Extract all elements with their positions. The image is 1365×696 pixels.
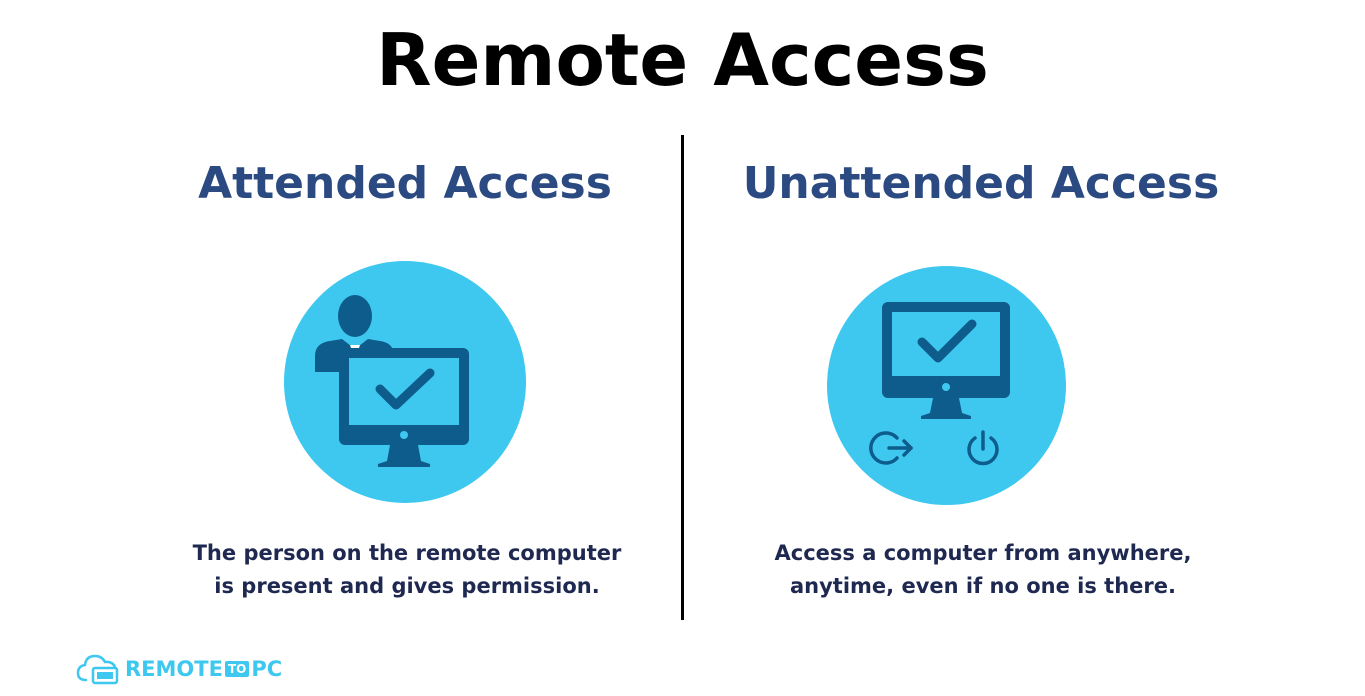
unattended-description-line-1: Access a computer from anywhere, [774, 541, 1192, 565]
cloud-computer-icon [76, 654, 119, 685]
attended-description-line-1: The person on the remote computer [192, 541, 622, 565]
logo-text-pc: PC [251, 657, 283, 681]
remotetopc-logo[interactable]: REMOTE TO PC [76, 652, 282, 686]
center-divider [681, 135, 684, 620]
attended-access-heading: Attended Access [198, 158, 612, 209]
unattended-access-illustration [827, 266, 1066, 505]
unattended-access-heading: Unattended Access [742, 158, 1220, 209]
login-icon [869, 431, 913, 465]
monitor-checkmark-icon [339, 348, 469, 467]
unattended-icon-group [869, 302, 1010, 466]
logo-text-remote: REMOTE [125, 657, 223, 681]
power-icon [967, 430, 999, 466]
monitor-checkmark-icon [882, 302, 1010, 419]
page-title: Remote Access [376, 18, 989, 102]
unattended-access-description: Access a computer from anywhere, anytime… [703, 537, 1263, 603]
attended-access-description: The person on the remote computer is pre… [127, 537, 687, 603]
unattended-description-line-2: anytime, even if no one is there. [790, 574, 1176, 598]
attended-description-line-2: is present and gives permission. [214, 574, 600, 598]
attended-icon-group [315, 295, 469, 467]
logo-wordmark: REMOTE TO PC [125, 657, 282, 681]
attended-access-illustration [284, 261, 526, 503]
logo-text-to: TO [224, 661, 250, 677]
